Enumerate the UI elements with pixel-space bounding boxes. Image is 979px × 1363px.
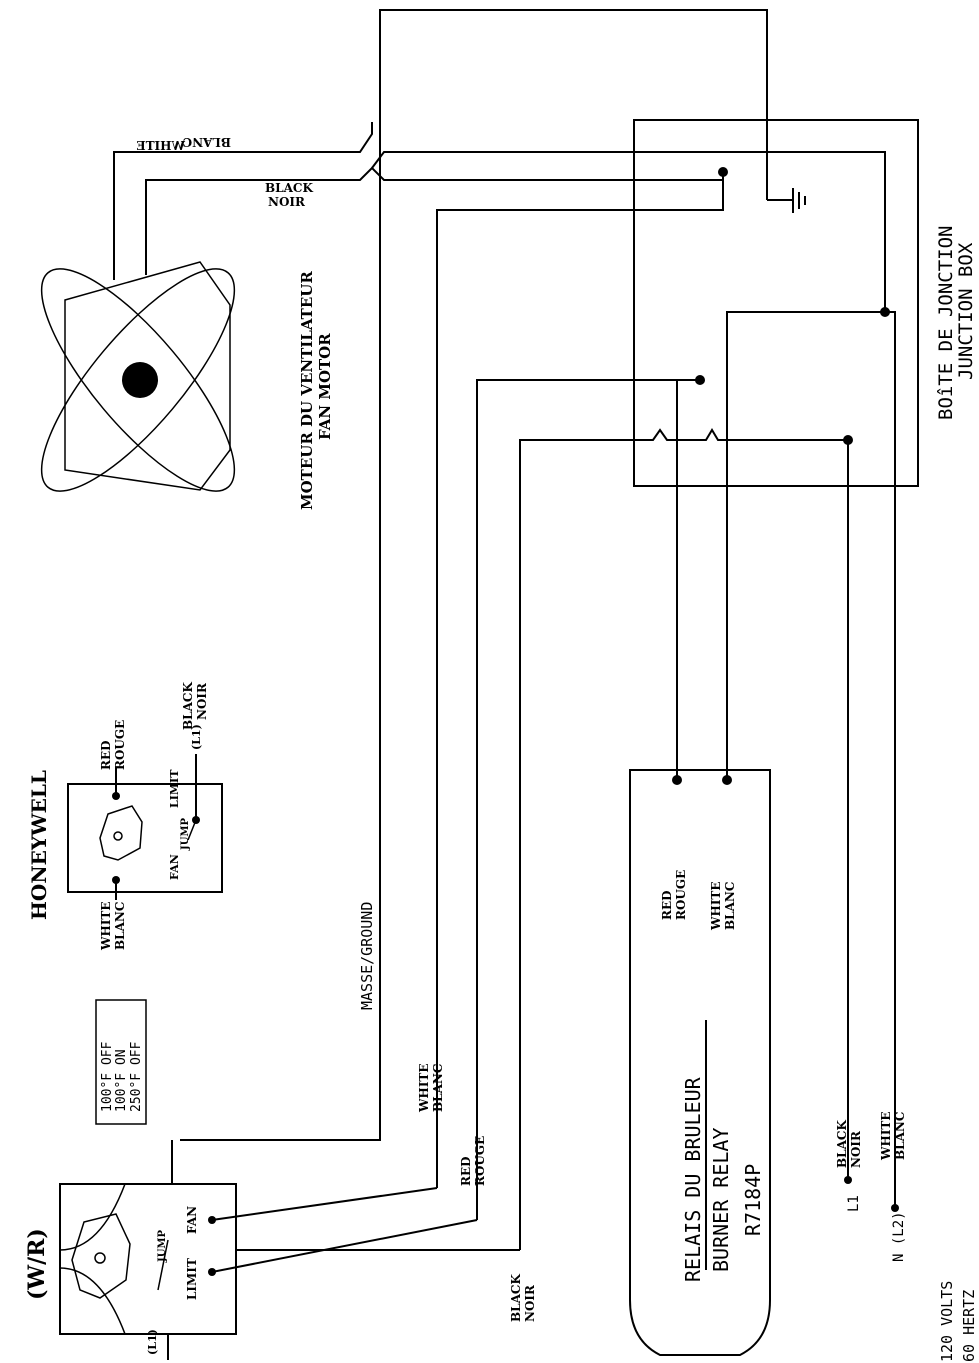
fan-motor-label-fr: MOTEUR DU VENTILATEUR <box>298 271 316 510</box>
white-run-label: WHITE <box>417 1063 431 1113</box>
supply-blanc-label: BLANC <box>893 1112 907 1160</box>
hw-rouge-label: ROUGE <box>113 720 127 770</box>
wr-dial-icon <box>71 1213 131 1299</box>
terminal-dot <box>672 775 682 785</box>
wr-box <box>59 1183 237 1335</box>
temperature-box <box>95 999 147 1125</box>
terminal-dot <box>844 1176 852 1184</box>
fan-white-wire <box>113 122 886 312</box>
relay-red-wire <box>676 379 700 780</box>
hw-black-label: BLACK <box>181 682 195 730</box>
hw-jump-label: JUMP <box>180 817 191 851</box>
white-limit-wire <box>436 172 724 1188</box>
honeywell-dial-icon <box>99 805 143 861</box>
rouge-run-label: ROUGE <box>473 1136 487 1186</box>
fan-white-label: WHITE <box>136 139 186 153</box>
ground-icon <box>767 188 806 213</box>
junction-dot <box>718 167 728 177</box>
burner-relay-box <box>629 769 771 1356</box>
wr-fan-label: FAN <box>185 1206 199 1234</box>
junction-dot <box>695 375 705 385</box>
black-wire <box>519 428 848 1250</box>
terminal-dot <box>891 1204 899 1212</box>
hw-white-label: WHITE <box>99 901 113 951</box>
fan-motor-label-en: FAN MOTOR <box>316 333 334 440</box>
wr-l1-label: (L1) <box>146 1329 159 1355</box>
junction-dot <box>880 307 890 317</box>
supply-noir-label: NOIR <box>849 1130 863 1168</box>
blanc-run-label: BLANC <box>431 1064 445 1112</box>
hw-blanc-label: BLANC <box>113 902 127 950</box>
red-wire <box>476 379 700 1220</box>
fan-motor-icon <box>40 261 236 492</box>
hw-l1-label: (L1) <box>190 724 203 750</box>
n-wire <box>885 311 896 1208</box>
black-run-label: BLACK <box>509 1274 523 1322</box>
relay-blanc-label: BLANC <box>723 882 737 930</box>
relay-label-en: BURNER RELAY <box>709 1128 733 1273</box>
l1-label: L1 <box>846 1195 862 1212</box>
relay-rouge-label: ROUGE <box>674 870 688 920</box>
relay-red-label: RED <box>660 890 674 920</box>
relay-white-label: WHITE <box>709 881 723 931</box>
fan-noir-label: NOIR <box>268 195 306 209</box>
hw-red-label: RED <box>99 740 113 770</box>
fan-blanc-label: BLANC <box>183 135 231 149</box>
hw-noir-label: NOIR <box>195 682 209 720</box>
junction-box <box>633 119 919 487</box>
honeywell-box <box>67 783 223 893</box>
ground-wire <box>180 9 768 1141</box>
wr-jump-label: JUMP <box>157 1229 168 1263</box>
junction-box-label-fr: BOîTE DE JONCTION <box>935 226 957 420</box>
n-l2-label: N (L2) <box>891 1211 907 1262</box>
hw-fan-label: FAN <box>168 854 181 880</box>
temp-line-2: 100°F ON <box>114 1049 129 1112</box>
temp-line-1: 100°F OFF <box>100 1041 115 1112</box>
terminal-dot <box>722 775 732 785</box>
wr-label: (W/R) <box>24 1228 50 1300</box>
noir-run-label: NOIR <box>523 1284 537 1322</box>
honeywell-label: HONEYWELL <box>27 770 51 920</box>
supply-white-label: WHITE <box>879 1111 893 1161</box>
hertz-label: 60 HERTZ <box>960 1290 978 1362</box>
supply-black-label: BLACK <box>835 1120 849 1168</box>
fan-black-label: BLACK <box>265 181 313 195</box>
fan-black-wire <box>145 166 723 275</box>
temp-line-3: 250°F OFF <box>129 1041 144 1112</box>
relay-model: R7184P <box>741 1164 765 1236</box>
junction-box-label-en: JUNCTION BOX <box>955 242 977 380</box>
ground-label: MASSE/GROUND <box>358 902 376 1010</box>
wr-limit-label: LIMIT <box>185 1258 199 1300</box>
red-run-label: RED <box>459 1156 473 1186</box>
junction-dot <box>843 435 853 445</box>
hw-limit-label: LIMIT <box>168 769 181 808</box>
volts-label: 120 VOLTS <box>938 1281 956 1362</box>
relay-white-wire <box>726 311 885 780</box>
relay-label-fr: RELAIS DU BRULEUR <box>681 1076 705 1282</box>
